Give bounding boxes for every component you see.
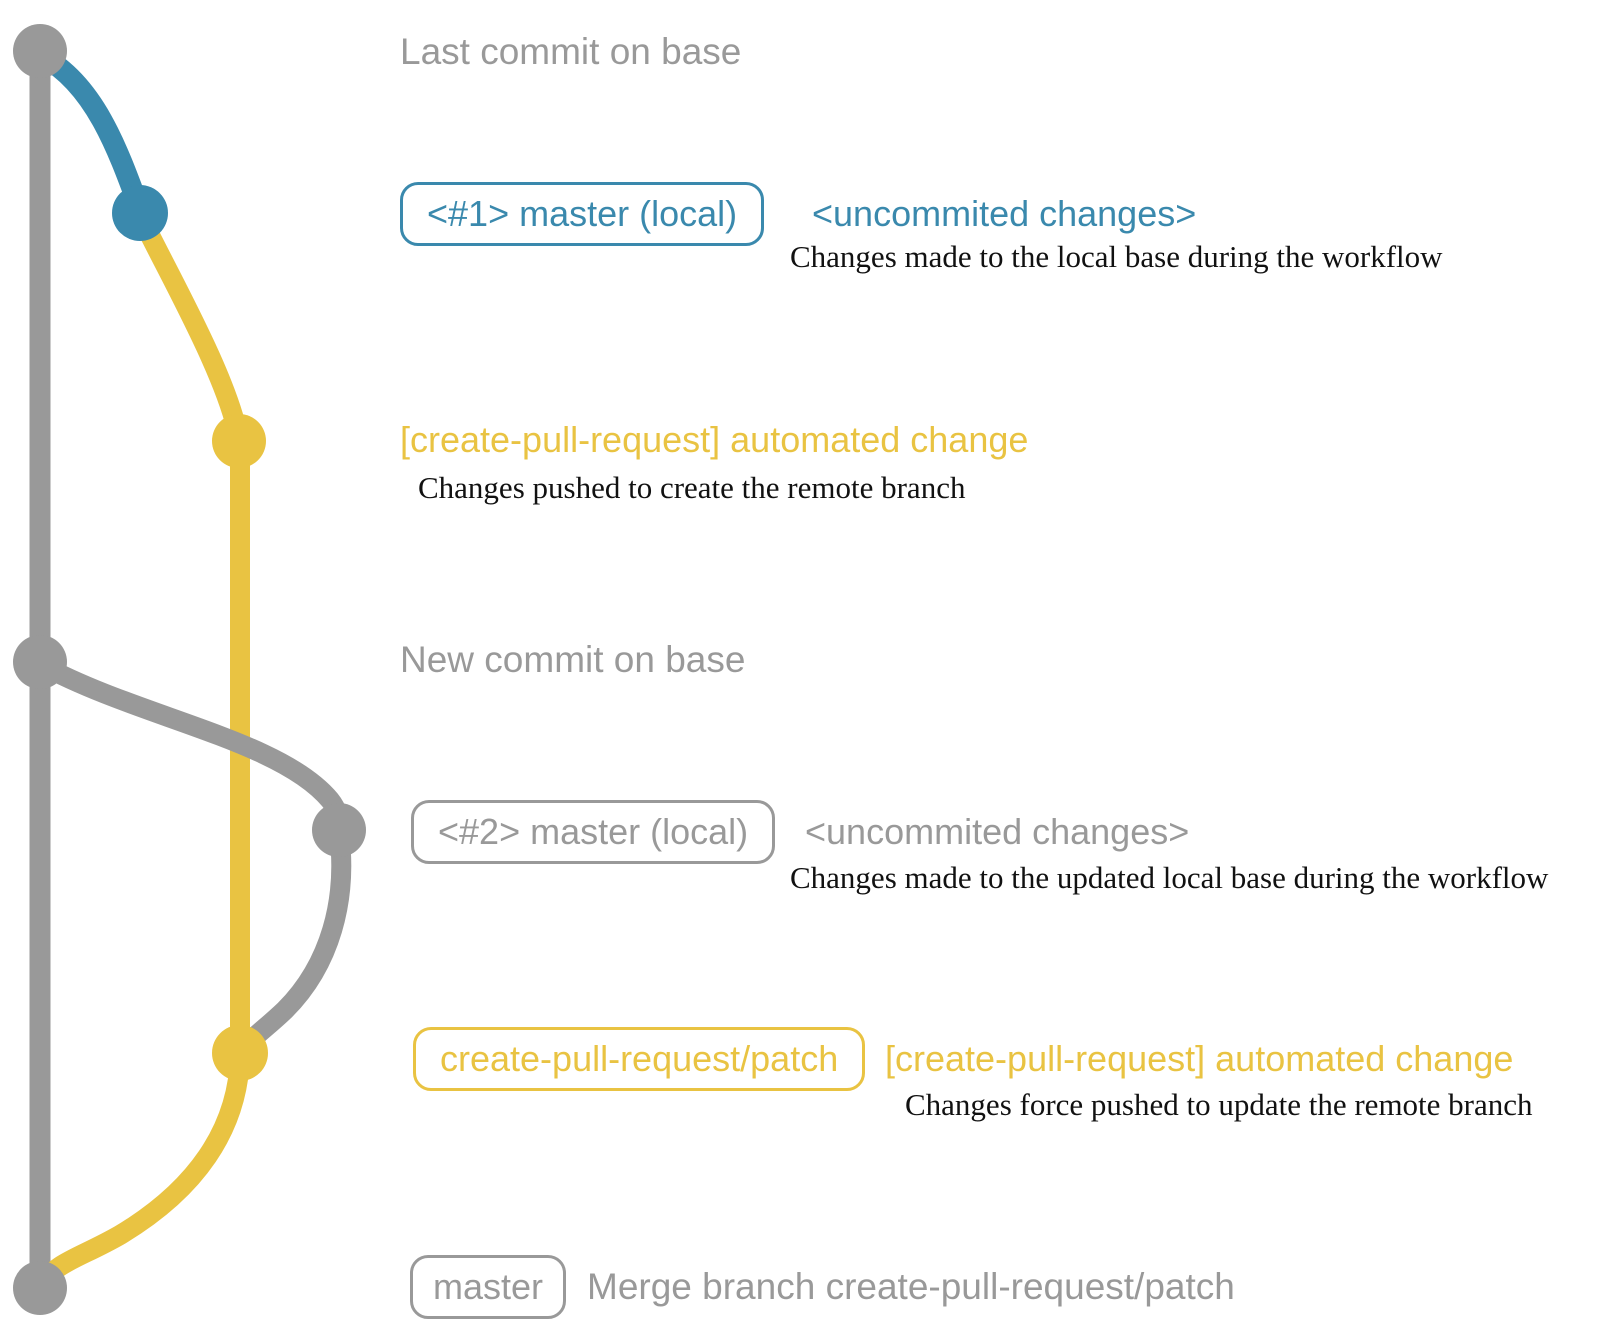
commit-dot-local-commit-2 (312, 803, 366, 857)
commit-dot-new-commit-on-base (13, 635, 67, 689)
caption-merge-branch: Merge branch create-pull-request/patch (587, 1266, 1235, 1307)
annotation-uncommitted-changes-2: <uncommited changes> (805, 811, 1190, 852)
caption-new-commit-on-base: New commit on base (400, 639, 746, 680)
commit-dot-local-commit-1 (112, 185, 168, 241)
desc-local-changes-1: Changes made to the local base during th… (790, 239, 1443, 274)
badge-master: master (410, 1255, 567, 1319)
desc-force-push-update-branch: Changes force pushed to update the remot… (905, 1087, 1533, 1122)
caption-last-commit-on-base: Last commit on base (400, 31, 742, 72)
badge-master-local-2: <#2> master (local) (411, 800, 776, 864)
edge-base-update (37, 656, 349, 831)
edge-rebase-local-2 (232, 830, 352, 1060)
commit-dot-merge-commit (13, 1261, 67, 1315)
annotation-uncommitted-changes-1: <uncommited changes> (812, 193, 1197, 234)
desc-push-create-branch: Changes pushed to create the remote bran… (418, 470, 966, 505)
annotation-automated-change-1: [create-pull-request] automated change (400, 419, 1029, 460)
badge-master-local-1: <#1> master (local) (400, 182, 765, 246)
commit-dot-patch-commit-1 (212, 414, 266, 468)
edge-merge-patch (32, 1055, 250, 1292)
commit-dot-last-commit-on-base (13, 24, 67, 78)
annotation-automated-change-2: [create-pull-request] automated change (885, 1038, 1514, 1079)
edge-branch-patch-1 (130, 210, 249, 443)
badge-create-pull-request-patch: create-pull-request/patch (413, 1027, 866, 1091)
edge-branch-local-1 (36, 46, 150, 214)
commit-dot-patch-commit-2 (212, 1025, 268, 1081)
desc-local-changes-2: Changes made to the updated local base d… (790, 860, 1549, 895)
